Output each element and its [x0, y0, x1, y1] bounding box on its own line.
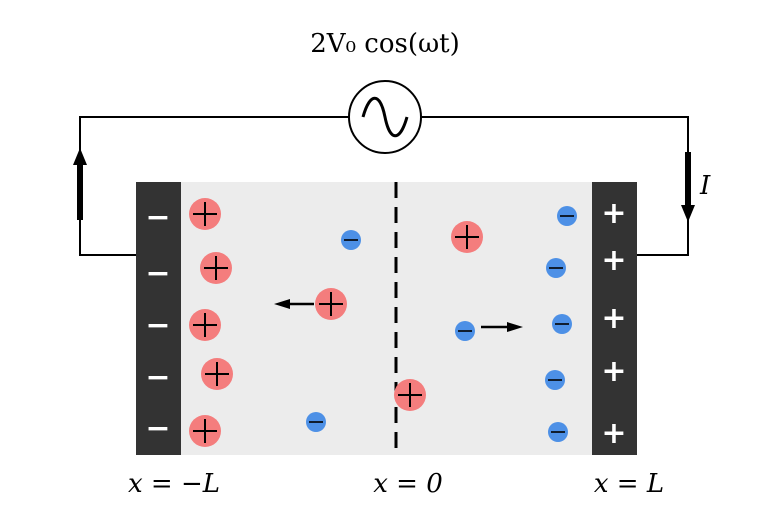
electrode-sign: − [145, 411, 170, 446]
minus-ion-icon [557, 206, 577, 226]
anion-motion-arrow [481, 322, 523, 332]
minus-ion-icon [455, 321, 475, 341]
electrode-sign: − [145, 308, 170, 343]
electrode-sign: + [601, 243, 626, 278]
minus-ion-icon [546, 258, 566, 278]
minus-ion-icon [552, 314, 572, 334]
electrode-sign: + [601, 354, 626, 389]
left-electrode: − − − − − [136, 182, 181, 455]
plus-ion-icon [189, 198, 221, 230]
source-label: 2V₀ cos(ωt) [310, 29, 460, 59]
minus-ion-icon [341, 230, 361, 250]
electrode-sign: − [145, 360, 170, 395]
left-position-label: x = −L [128, 469, 220, 499]
electrode-sign: − [145, 200, 170, 235]
plus-ion-icon [200, 252, 232, 284]
plus-ion-icon [201, 358, 233, 390]
plus-ion-icon [315, 288, 347, 320]
right-position-label: x = L [594, 469, 664, 499]
center-position-label: x = 0 [373, 469, 443, 499]
anion-group [306, 206, 577, 442]
electrode-sign: − [145, 256, 170, 291]
cation-motion-arrow [274, 299, 314, 309]
electrode-sign: + [601, 416, 626, 451]
minus-ion-icon [548, 422, 568, 442]
plus-ion-icon [394, 379, 426, 411]
plus-ion-icon [451, 221, 483, 253]
minus-ion-icon [306, 412, 326, 432]
left-current-arrow [73, 148, 87, 220]
ac-source-icon [348, 80, 422, 154]
plus-ion-icon [189, 415, 221, 447]
minus-ion-icon [545, 370, 565, 390]
electrode-sign: + [601, 196, 626, 231]
electrolyte-region [180, 182, 594, 455]
electrode-sign: + [601, 301, 626, 336]
cation-group [189, 198, 483, 447]
right-current-arrow [681, 152, 695, 222]
right-electrode: + + + + + [592, 182, 637, 455]
current-label: I [699, 171, 711, 201]
plus-ion-icon [189, 309, 221, 341]
